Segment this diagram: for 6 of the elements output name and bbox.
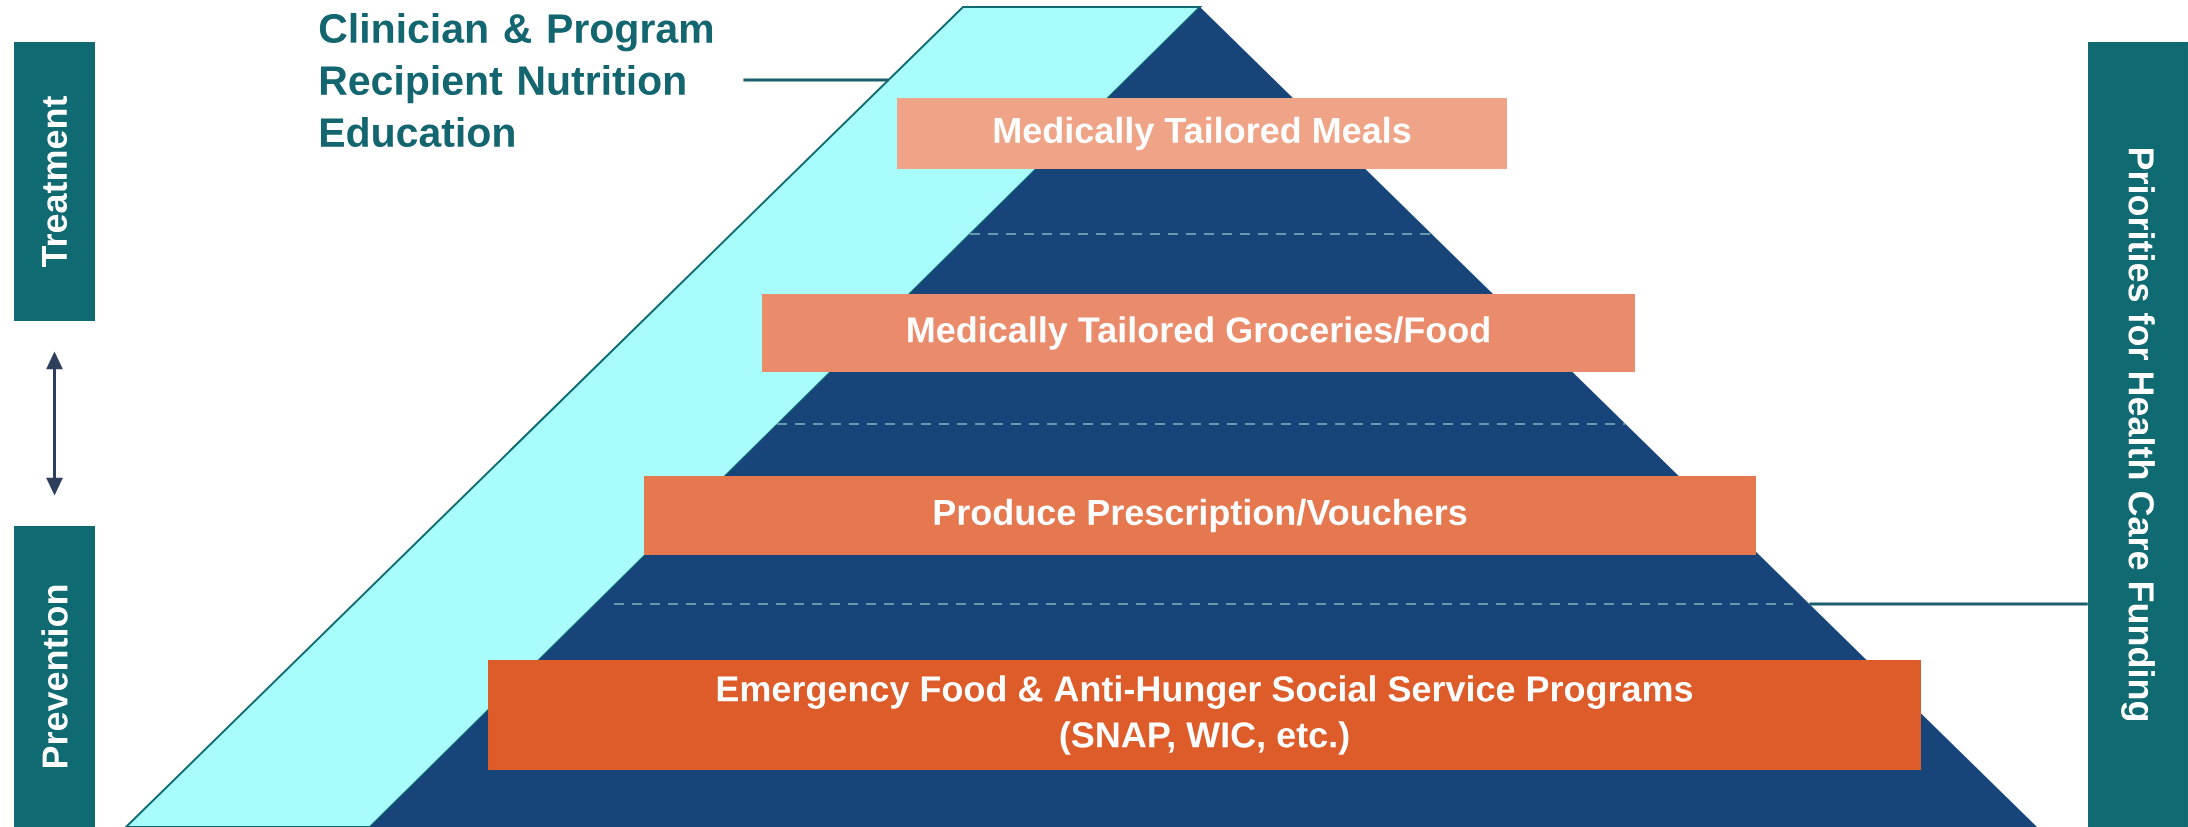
side-label-box: Treatment (14, 42, 95, 321)
side-label-box: Prevention (14, 526, 95, 827)
callout-text: Clinician & Program Recipient Nutrition Education (319, 12, 713, 148)
leader-line (743, 78, 889, 82)
side-label-box: Priorities for Health Care Funding (2088, 42, 2188, 827)
leader-line (1809, 602, 2088, 606)
